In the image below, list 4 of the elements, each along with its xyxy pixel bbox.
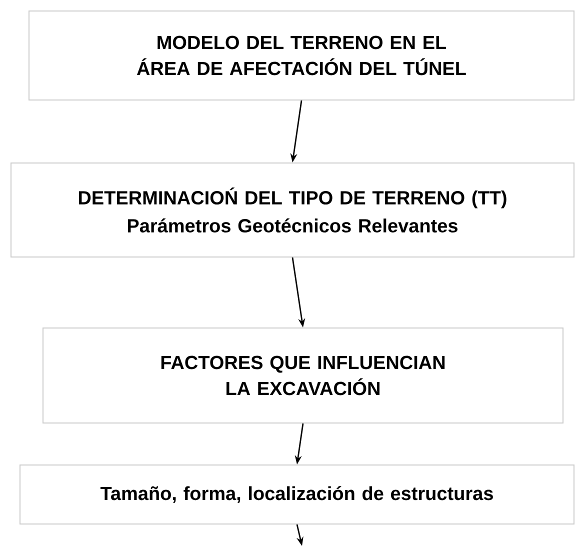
process-box: FACTORES QUE INFLUENCIAN LA EXCAVACIÓN	[42, 328, 564, 424]
process-box: MODELO DEL TERRENO EN EL ÁREA DE AFECTACIÓN DEL TÚNEL	[28, 10, 574, 100]
process-box: Tamaño, forma, localización de estructuras	[20, 464, 574, 524]
process-box: DETERMINACIOŃ DEL TIPO DE TERRENO (TT) Parámetros Geotécnicos Relevantes	[10, 162, 574, 258]
